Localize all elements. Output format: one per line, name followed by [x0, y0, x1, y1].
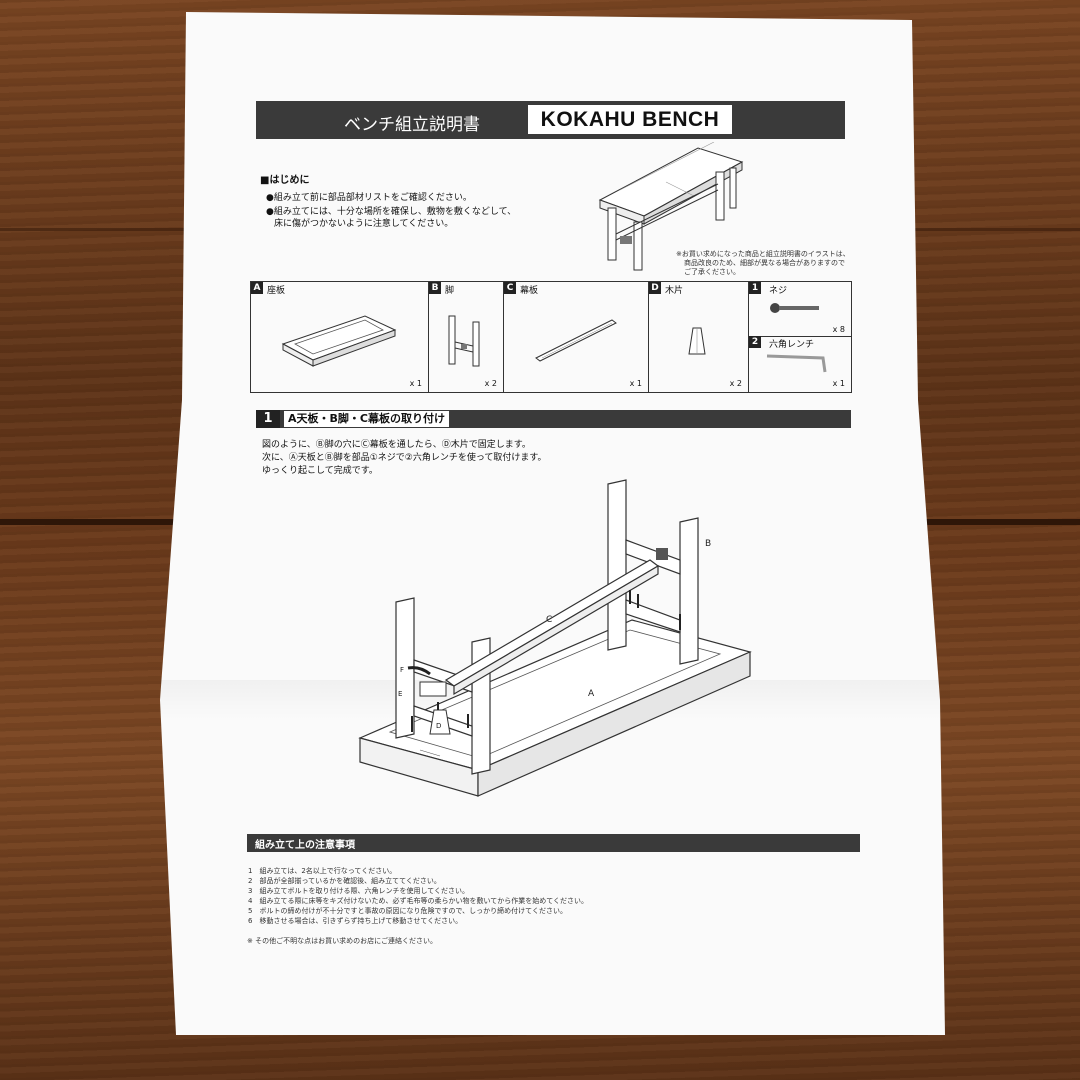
leg-icon	[448, 315, 480, 367]
step-title: A天板・B脚・C幕板の取り付け	[284, 411, 449, 427]
wood-block-icon	[688, 327, 706, 355]
label-e: E	[398, 690, 402, 698]
part-name: 木片	[665, 286, 684, 296]
note-item: 5 ボルトの締め付けが不十分ですと事故の原因になり危険ですので、しっかり締め付け…	[248, 907, 567, 915]
note-item: 4 組み立てる際に床等をキズ付けないため、必ず毛布等の柔らかい物を敷いてから作業…	[248, 897, 589, 905]
hex-wrench-icon	[766, 354, 827, 373]
part-badge: D	[649, 282, 661, 294]
part-cell-b: B 脚 x 2	[429, 282, 504, 392]
part-badge: 1	[749, 282, 761, 294]
part-name: 幕板	[520, 286, 539, 296]
part-badge: 2	[749, 336, 761, 348]
part-cell-d: D 木片 x 2	[649, 282, 749, 392]
part-qty: x 8	[832, 325, 845, 334]
part-cell-screw: 1 ネジ x 8	[749, 282, 851, 337]
part-name: 六角レンチ	[769, 340, 815, 350]
part-cell-a: A 座板 x 1	[251, 282, 429, 392]
product-name: KOKAHU BENCH	[528, 105, 732, 134]
part-badge: C	[504, 282, 516, 294]
intro-bullet: ●組み立てには、十分な場所を確保し、敷物を敷くなどして、	[266, 207, 517, 217]
part-name: 座板	[267, 286, 286, 296]
screw-icon	[770, 303, 819, 313]
step-number: 1	[256, 410, 280, 428]
image-note: ご了承ください。	[684, 268, 740, 276]
note-item: 6 移動させる場合は、引きずらず持ち上げて移動させてください。	[248, 917, 463, 925]
label-a: A	[588, 689, 595, 699]
label-b: B	[705, 539, 711, 549]
part-cell-wrench: 2 六角レンチ x 1	[749, 336, 851, 392]
image-note: 商品改良のため、細部が異なる場合がありますので	[684, 259, 845, 267]
label-f: F	[400, 666, 404, 674]
intro-bullet: 床に傷がつかないように注意してください。	[274, 219, 454, 229]
note-item: 3 組み立てボルトを取り付ける際、六角レンチを使用してください。	[248, 887, 470, 895]
document-title: ベンチ組立説明書	[344, 115, 480, 135]
part-qty: x 2	[729, 379, 742, 388]
step-instruction: ゆっくり起こして完成です。	[262, 466, 378, 476]
apron-board-icon	[535, 319, 617, 362]
part-name: 脚	[445, 286, 455, 296]
label-d: D	[436, 722, 441, 730]
notes-title: 組み立て上の注意事項	[255, 840, 355, 851]
part-name: ネジ	[769, 286, 788, 296]
part-qty: x 1	[832, 379, 845, 388]
part-cell-c: C 幕板 x 1	[504, 282, 649, 392]
note-item: 2 部品が全部揃っているかを確認後、組み立ててください。	[248, 877, 441, 885]
step-1-header: 1 A天板・B脚・C幕板の取り付け	[256, 410, 851, 428]
intro-heading: ■はじめに	[260, 175, 310, 186]
step-instruction: 次に、Ⓐ天板とⒷ脚を部品①ネジで②六角レンチを使って取付けます。	[262, 453, 547, 463]
label-c: C	[546, 615, 552, 625]
bench-illustration	[598, 142, 744, 271]
parts-list: A 座板 x 1 B 脚 x 2 C 幕板 x 1 D 木片	[250, 281, 852, 393]
assembly-diagram: B C A D E F	[358, 479, 752, 797]
intro-bullet: ●組み立て前に部品部材リストをご確認ください。	[266, 193, 472, 203]
step-instruction: 図のように、Ⓑ脚の穴にⒸ幕板を通したら、Ⓓ木片で固定します。	[262, 440, 531, 450]
seat-board-icon	[281, 315, 397, 367]
title-bar: ベンチ組立説明書 KOKAHU BENCH	[256, 101, 845, 139]
part-badge: A	[251, 282, 263, 294]
part-badge: B	[429, 282, 441, 294]
note-item: 1 組み立ては、2名以上で行なってください。	[248, 867, 397, 875]
part-qty: x 2	[484, 379, 497, 388]
notes-footer: ※ その他ご不明な点はお買い求めのお店にご連絡ください。	[247, 937, 437, 945]
part-cell-hardware: 1 ネジ x 8 2 六角レンチ x 1	[749, 282, 851, 392]
part-qty: x 1	[629, 379, 642, 388]
image-note: ※お買い求めになった商品と組立説明書のイラストは、	[676, 250, 850, 258]
notes-header: 組み立て上の注意事項	[247, 834, 860, 852]
part-qty: x 1	[409, 379, 422, 388]
